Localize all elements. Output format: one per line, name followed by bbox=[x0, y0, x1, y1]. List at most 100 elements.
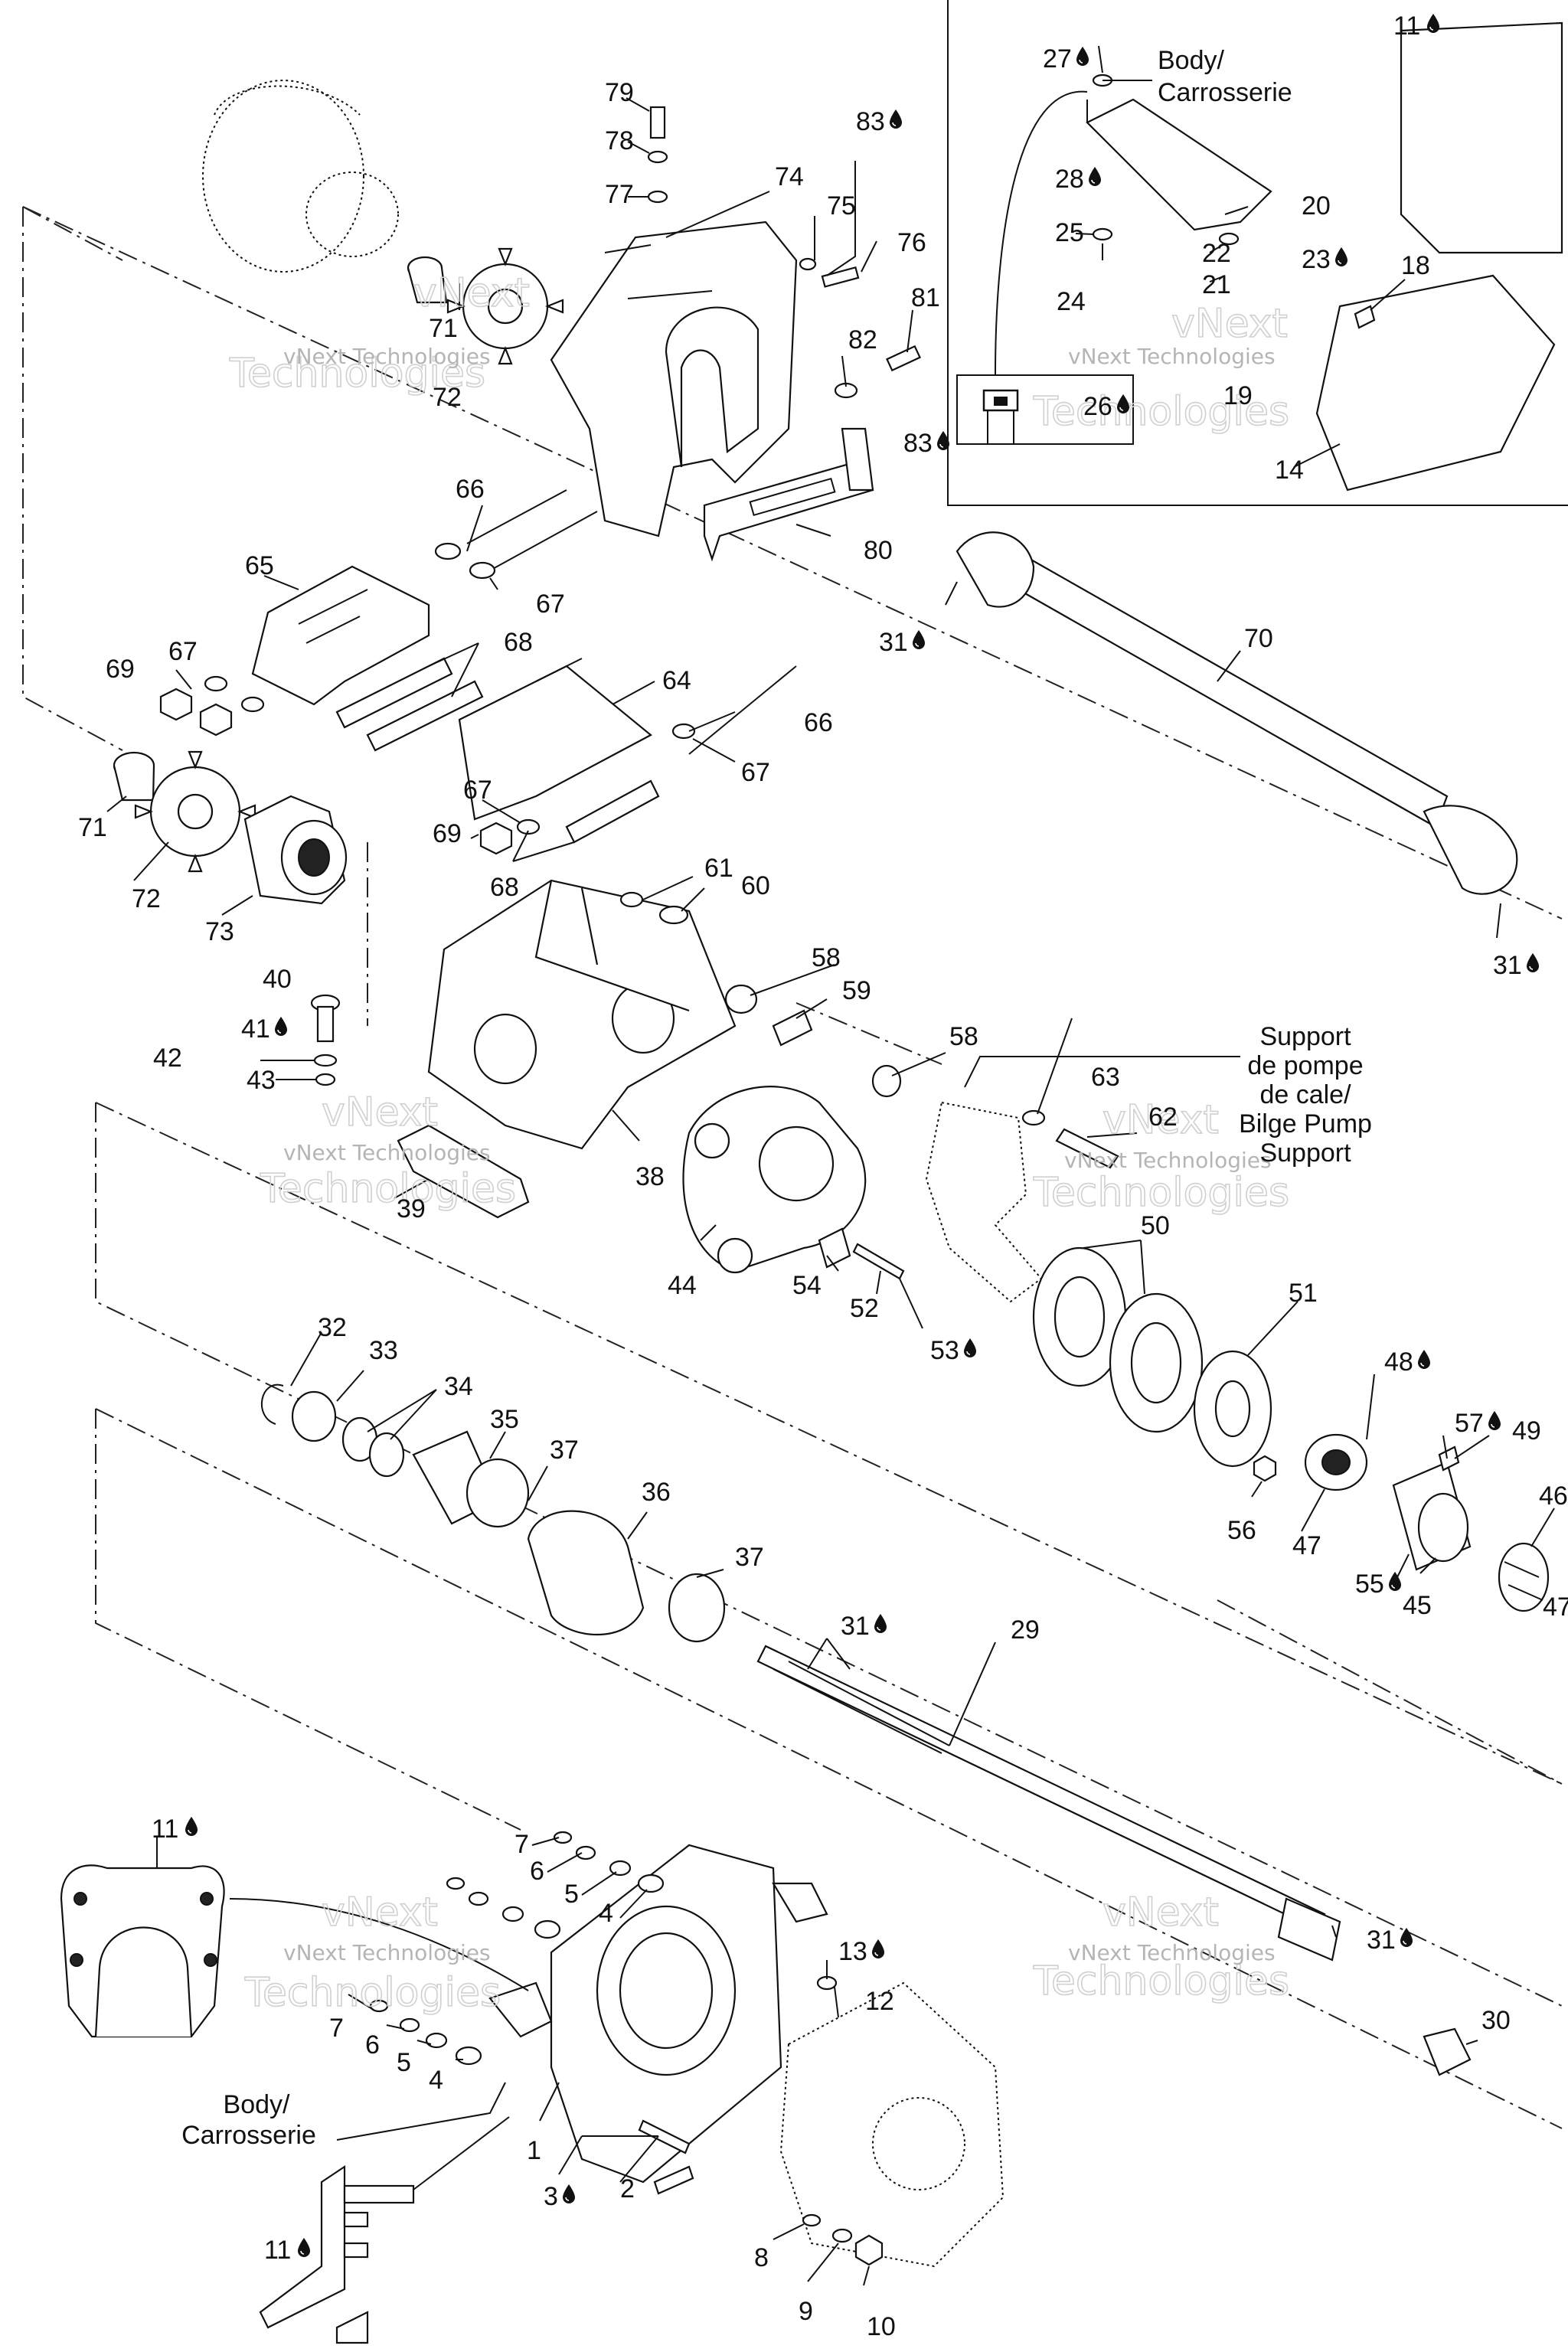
callout-65: 65 bbox=[245, 551, 274, 580]
note-body-bottom-line1: Body/ bbox=[224, 2090, 290, 2119]
callout-53: 53 bbox=[930, 1336, 977, 1365]
callout-35: 35 bbox=[490, 1405, 519, 1434]
callout-5: 5 bbox=[564, 1880, 579, 1909]
callout-label: 6 bbox=[365, 2030, 380, 2060]
callout-label: 31 bbox=[879, 628, 908, 657]
callout-label: 34 bbox=[444, 1372, 473, 1401]
callout-70: 70 bbox=[1244, 624, 1273, 653]
callout-label: 63 bbox=[1091, 1063, 1120, 1092]
lubricant-drop-icon bbox=[274, 1016, 288, 1037]
callout-78: 78 bbox=[605, 126, 634, 155]
callout-label: 41 bbox=[241, 1014, 270, 1044]
lubricant-drop-icon bbox=[562, 2184, 576, 2204]
watermark-big: Technologies bbox=[1033, 1170, 1289, 1216]
watermark-small: vNext Technologies bbox=[283, 1140, 491, 1165]
callout-label: 69 bbox=[106, 655, 135, 684]
callout-label: 45 bbox=[1403, 1591, 1432, 1620]
callout-37: 37 bbox=[735, 1543, 764, 1572]
callout-label: 59 bbox=[842, 976, 871, 1005]
rubber-coupler-72-left bbox=[134, 750, 256, 873]
lubricant-drop-icon bbox=[963, 1338, 977, 1358]
callout-83: 83 bbox=[903, 429, 950, 458]
engine-mount-38 bbox=[427, 879, 737, 1150]
seal-detail-11-left bbox=[60, 1864, 529, 2038]
lubricant-drop-icon bbox=[889, 109, 903, 129]
callout-38: 38 bbox=[635, 1162, 665, 1191]
callout-label: 67 bbox=[463, 776, 492, 805]
note-bilge-line4: Bilge Pump bbox=[1239, 1109, 1372, 1138]
note-bilge-line3: de cale/ bbox=[1259, 1080, 1351, 1109]
callout-label: 75 bbox=[827, 191, 856, 220]
callout-label: 31 bbox=[1493, 951, 1522, 980]
callout-80: 80 bbox=[864, 536, 893, 565]
callout-label: 48 bbox=[1384, 1348, 1413, 1377]
callout-67: 67 bbox=[741, 758, 770, 787]
lubricant-drop-icon bbox=[1088, 166, 1102, 187]
callout-3: 3 bbox=[544, 2182, 576, 2211]
bolt-40 bbox=[260, 994, 341, 1086]
callout-label: 55 bbox=[1355, 1570, 1384, 1599]
callout-31: 31 bbox=[841, 1612, 887, 1641]
watermark-small: vNext Technologies bbox=[1068, 1940, 1276, 1965]
lubricant-drop-icon bbox=[1526, 952, 1540, 973]
watermark-big: Technologies bbox=[229, 351, 485, 397]
callout-81: 81 bbox=[911, 283, 940, 312]
callout-label: 12 bbox=[865, 1987, 894, 2016]
callout-67: 67 bbox=[168, 637, 198, 666]
callout-62: 62 bbox=[1148, 1102, 1178, 1132]
callout-72: 72 bbox=[132, 884, 161, 913]
callout-label: 32 bbox=[318, 1313, 347, 1342]
callout-label: 38 bbox=[635, 1162, 665, 1191]
callout-label: 4 bbox=[429, 2066, 443, 2095]
bracket-11-bottom bbox=[259, 2116, 510, 2344]
callout-label: 77 bbox=[605, 180, 634, 209]
callout-69: 69 bbox=[433, 819, 462, 848]
callout-24: 24 bbox=[1057, 287, 1086, 316]
callout-67: 67 bbox=[463, 776, 492, 805]
note-body-bottom-line2: Carrosserie bbox=[181, 2121, 316, 2150]
alignment-lines bbox=[22, 206, 1563, 2129]
callout-label: 29 bbox=[1011, 1615, 1040, 1645]
callout-label: 24 bbox=[1057, 287, 1086, 316]
callout-29: 29 bbox=[1011, 1615, 1040, 1645]
watermark-small: vNext Technologies bbox=[1064, 1148, 1272, 1173]
nuts-69 bbox=[159, 675, 541, 855]
callout-label: 56 bbox=[1227, 1516, 1256, 1545]
watermarks: Technologies vNext Technologies vNext Te… bbox=[228, 270, 1290, 2017]
lubricant-drop-icon bbox=[1488, 1410, 1501, 1431]
callout-label: 7 bbox=[514, 1830, 529, 1859]
seal-carrier-50 bbox=[1032, 1246, 1272, 1468]
callout-58: 58 bbox=[812, 943, 841, 972]
callout-22: 22 bbox=[1202, 239, 1231, 268]
callout-46: 46 bbox=[1539, 1481, 1568, 1511]
bracket-80 bbox=[703, 427, 874, 562]
callout-21: 21 bbox=[1202, 270, 1231, 299]
callout-leaders bbox=[106, 45, 1555, 2286]
watermark-small: vNext Technologies bbox=[283, 344, 491, 369]
callout-label: 36 bbox=[642, 1478, 671, 1507]
stud-2 bbox=[336, 2082, 691, 2154]
callout-60: 60 bbox=[741, 871, 770, 900]
callout-31: 31 bbox=[1493, 951, 1540, 980]
callout-label: 65 bbox=[245, 551, 274, 580]
callout-37: 37 bbox=[550, 1436, 579, 1465]
callout-label: 68 bbox=[504, 628, 533, 657]
rubber-coupler-72-top bbox=[446, 247, 564, 365]
callout-49: 49 bbox=[1512, 1416, 1541, 1446]
callout-label: 71 bbox=[78, 813, 107, 842]
callout-2: 2 bbox=[620, 2174, 635, 2203]
callout-label: 27 bbox=[1043, 44, 1072, 74]
callout-label: 60 bbox=[741, 871, 770, 900]
callout-12: 12 bbox=[865, 1987, 894, 2016]
callout-label: 6 bbox=[530, 1857, 544, 1886]
callout-label: 69 bbox=[433, 819, 462, 848]
lubricant-drop-icon bbox=[871, 1939, 885, 1959]
fasteners-top bbox=[647, 106, 921, 399]
callout-44: 44 bbox=[668, 1271, 697, 1300]
note-body-top-line1: Body/ bbox=[1158, 46, 1224, 75]
washers-stack bbox=[369, 1831, 884, 2266]
lubricant-drop-icon bbox=[912, 629, 926, 650]
callout-59: 59 bbox=[842, 976, 871, 1005]
lubricant-drop-icon bbox=[1334, 247, 1348, 267]
callout-label: 46 bbox=[1539, 1481, 1568, 1511]
